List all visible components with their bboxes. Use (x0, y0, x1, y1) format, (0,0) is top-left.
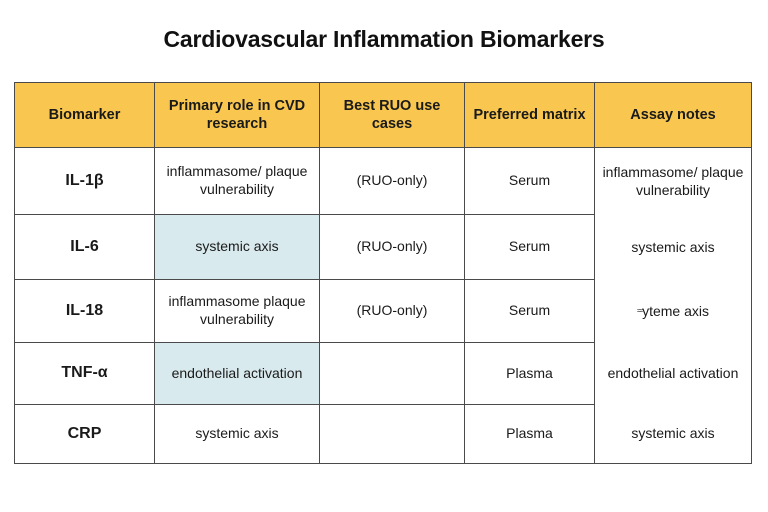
assay-note: systemic axis (631, 425, 715, 442)
table-cell-matrix: Serum (465, 280, 594, 343)
table-cell-biomarker: IL-1β (15, 148, 154, 215)
table-cell-matrix: Serum (465, 148, 594, 215)
table-cell-primary-role: systemic axis (195, 425, 279, 442)
table-cell-primary-role: systemic axis (155, 215, 319, 280)
column-biomarker: Biomarker IL-1β IL-6 IL-18 TNF-α CRP (15, 83, 155, 463)
assay-note: systemic axis (631, 238, 715, 255)
table-cell-matrix: Plasma (465, 343, 594, 405)
table-cell-ruo: (RUO-only) (320, 215, 464, 280)
table-cell-ruo (320, 343, 464, 405)
table-cell-matrix: Plasma (506, 425, 553, 442)
assay-note: inflammasome/ plaque vulnerability (602, 163, 744, 198)
assay-note-corrupted: ≈yteme axis (595, 280, 751, 343)
column-header-assay-notes: Assay notes (595, 83, 751, 148)
assay-note-text: yteme axis (642, 302, 709, 319)
column-preferred-matrix: Preferred matrix Serum Serum Serum Plasm… (465, 83, 595, 463)
page-title: Cardiovascular Inflammation Biomarkers (163, 26, 605, 52)
table-cell-matrix: Serum (465, 215, 594, 280)
assay-notes-body: inflammasome/ plaque vulnerability syste… (595, 148, 751, 463)
column-header-biomarker: Biomarker (15, 83, 154, 148)
table-cell-biomarker: IL-6 (15, 215, 154, 280)
column-header-best-ruo-use-cases: Best RUO use cases (320, 83, 464, 148)
table-cell-biomarker: CRP (67, 424, 102, 442)
table-cell-primary-role: inflammasome/ plaque vulnerability (155, 148, 319, 215)
table-cell-biomarker: IL-18 (15, 280, 154, 343)
table-cell-biomarker: TNF-α (15, 343, 154, 405)
table-cell-primary-role: endothelial activation (155, 343, 319, 405)
table-cell-ruo: (RUO-only) (320, 280, 464, 343)
table-cell-ruo (320, 405, 464, 463)
column-header-preferred-matrix: Preferred matrix (465, 83, 594, 148)
column-assay-notes: Assay notes inflammasome/ plaque vulnera… (595, 83, 751, 463)
column-primary-role: Primary role in CVD research inflammasom… (155, 83, 320, 463)
column-header-primary-role: Primary role in CVD research (155, 83, 319, 148)
column-best-ruo-use-cases: Best RUO use cases (RUO-only) (RUO-only)… (320, 83, 465, 463)
table-cell-primary-role: inflammasome plaque vulnerability (155, 280, 319, 343)
biomarker-table: Biomarker IL-1β IL-6 IL-18 TNF-α CRP Pri… (14, 82, 752, 464)
corrupted-glyph-icon: ≈ (637, 306, 643, 316)
table-cell-ruo: (RUO-only) (320, 148, 464, 215)
assay-note: endothelial activation (607, 365, 739, 382)
